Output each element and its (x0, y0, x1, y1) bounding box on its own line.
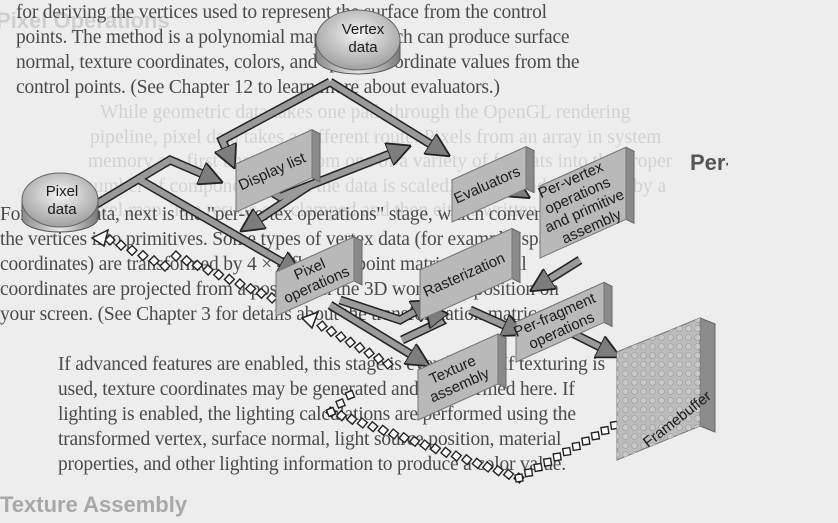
arrowhead-to-pixel-operations (300, 310, 320, 330)
pixel-path-square (471, 457, 484, 470)
heading-texture-assembly: Texture Assembly (0, 492, 188, 517)
pixel-path-square (590, 431, 601, 441)
text-line: For vertex data, next is the "per-vertex… (0, 204, 554, 225)
pixel-path-square (514, 473, 524, 483)
pixel-path-square (202, 264, 214, 276)
pixel-path-square (387, 428, 400, 440)
bleed-heading-pixel-operations: Pixel Operations (0, 8, 170, 33)
pixel-path-square (600, 425, 610, 436)
pixel-path-square (571, 441, 582, 452)
pixel-path-square (481, 461, 494, 473)
pixel-path-square (345, 413, 358, 426)
pixel-path-square (398, 431, 411, 444)
vertex-data-label: data (348, 39, 378, 56)
pixel-path-square (542, 457, 553, 467)
bleed-line: While geometric data takes one path thro… (100, 102, 631, 123)
pixel-path-square (191, 259, 204, 272)
pixel-path-square (372, 352, 385, 365)
text-line: lighting is enabled, the lighting calcul… (58, 404, 576, 425)
text-line: control points. (See Chapter 12 to learn… (16, 77, 500, 98)
pixel-path-square (523, 467, 534, 478)
pixel-path-square (344, 389, 356, 401)
pixel-data-label: Pixel (46, 183, 79, 200)
pixel-path-square (234, 278, 246, 290)
pixel-path-square (366, 420, 379, 433)
pixel-path-square (377, 424, 390, 437)
framebuffer-node: Framebuffer (615, 317, 717, 461)
pixel-path-square (159, 260, 171, 272)
vertex-data-label: Vertex (342, 21, 385, 38)
pixel-path-square (316, 320, 328, 332)
pixel-path-square (492, 464, 505, 477)
pixel-path-square (552, 452, 562, 462)
display-list-node: Display list (234, 128, 322, 213)
pixel-path-square (180, 254, 193, 267)
pixel-path-square (212, 268, 225, 281)
heading-per-vertex-operations: Per-Vertex Operations (690, 150, 728, 175)
pixel-path-square (335, 409, 348, 422)
pixel-path-square (223, 273, 236, 286)
pixel-path-square (419, 439, 431, 451)
pixel-path-square (255, 287, 268, 300)
pixel-data-dotted-paths (104, 234, 629, 484)
arrowhead-to-pixel-data (90, 228, 110, 248)
text-line: the vertices into primitives. Some types… (0, 229, 572, 250)
pixel-path-square (363, 347, 376, 360)
pixel-data-label: data (47, 201, 77, 218)
pixel-path-square (561, 446, 572, 457)
pixel-path-square (335, 398, 346, 409)
pixel-path-square (325, 325, 338, 338)
pixel-path-square (450, 450, 463, 462)
pixel-path-square (429, 442, 442, 455)
pixel-path-square (126, 244, 138, 257)
pixel-path-square (408, 435, 421, 448)
pixel-path-square (104, 234, 116, 246)
pixel-path-square (148, 254, 160, 267)
text-line: points. The method is a polynomial mappi… (16, 27, 570, 48)
pixel-path-square (581, 436, 591, 446)
pixel-path-square (439, 446, 452, 459)
pixel-path-square (137, 249, 149, 262)
text-line: normal, texture coordinates, colors, and… (16, 52, 580, 73)
pixel-path-square (115, 239, 127, 252)
text-line: properties, and other lighting informati… (58, 454, 566, 475)
pixel-data-node: Pixel data (21, 172, 99, 233)
text-line: for deriving the vertices used to repres… (16, 2, 547, 23)
pixel-path-square (244, 282, 257, 295)
evaluators-node: Evaluators (450, 145, 536, 223)
pixel-path-square (266, 292, 278, 304)
pixel-path-square (382, 358, 394, 370)
pixel-path-square (344, 336, 357, 349)
bleed-line: pixel map. The results are clamped and t… (84, 200, 632, 221)
rasterization-node: Rasterization (418, 227, 522, 321)
pixel-path-square (325, 406, 337, 418)
pixel-path-square (353, 341, 366, 354)
pixel-path-square (502, 468, 515, 481)
vertex-data-node: Vertex data (315, 9, 401, 75)
pixel-path-square (334, 330, 347, 343)
text-line: coordinates) are transformed by 4 × 4 fl… (0, 254, 527, 275)
pixel-path-square (533, 462, 543, 473)
pixel-path-square (460, 453, 473, 466)
pixel-path-square (170, 250, 182, 262)
pixel-path-square (356, 417, 369, 429)
